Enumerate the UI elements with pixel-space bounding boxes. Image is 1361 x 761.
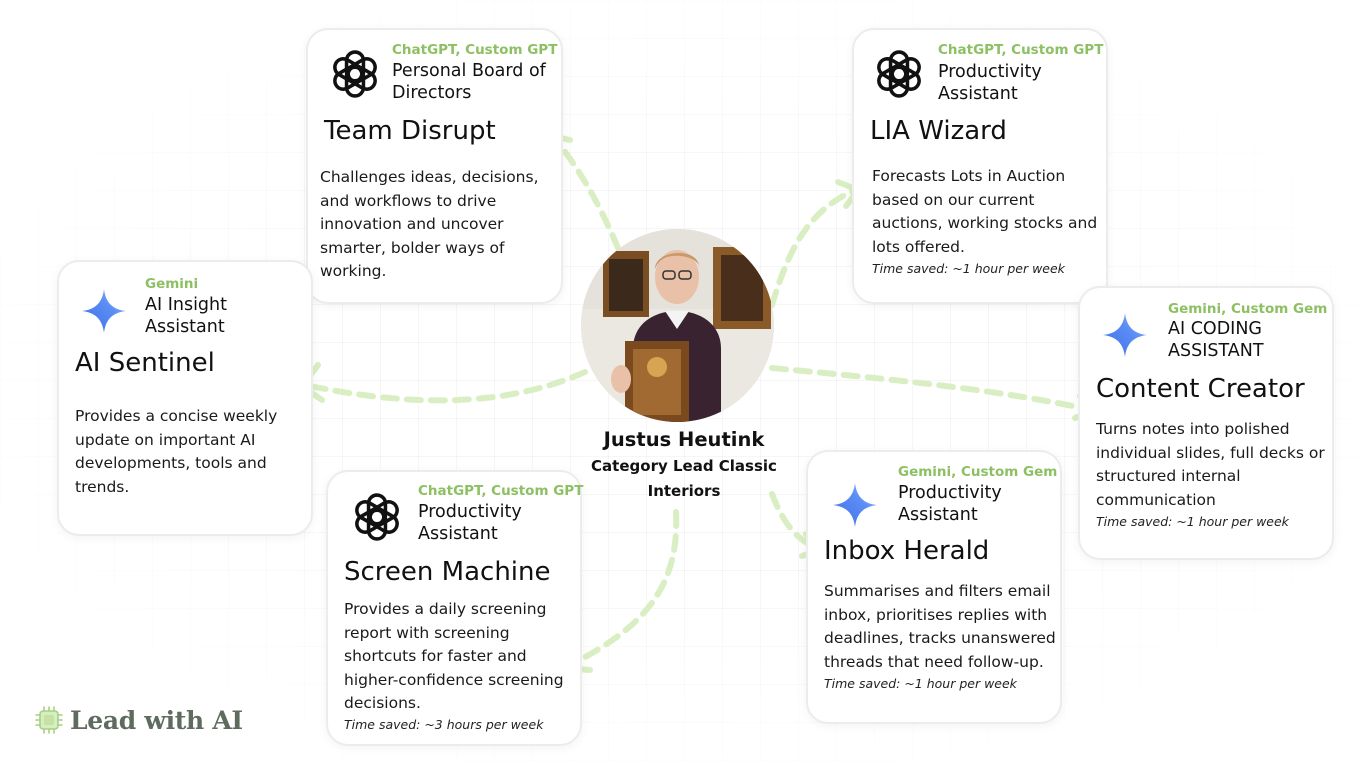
card-platform: Gemini, Custom Gem bbox=[1168, 301, 1328, 317]
card-title: LIA Wizard bbox=[870, 116, 1007, 146]
gemini-sparkle-icon bbox=[82, 289, 126, 333]
card-title: AI Sentinel bbox=[75, 348, 215, 378]
card-role: Personal Board of Directors bbox=[392, 61, 546, 103]
card-screen-machine: ChatGPT, Custom GPT Productivity Assista… bbox=[326, 470, 584, 746]
card-role: Productivity Assistant bbox=[938, 62, 1042, 104]
card-role: AI CODING ASSISTANT bbox=[1168, 319, 1264, 361]
card-description: Turns notes into polished individual sli… bbox=[1096, 420, 1325, 509]
card-role: AI Insight Assistant bbox=[145, 295, 227, 337]
brand-name: Lead with AI bbox=[70, 705, 243, 735]
gemini-sparkle-icon bbox=[833, 483, 877, 527]
card-lia-wizard: ChatGPT, Custom GPT Productivity Assista… bbox=[852, 28, 1108, 304]
openai-logo-icon bbox=[352, 493, 402, 541]
person-name: Justus Heutink bbox=[603, 428, 765, 451]
card-title: Team Disrupt bbox=[324, 116, 496, 146]
card-description: Provides a daily screening report with s… bbox=[344, 600, 564, 712]
openai-logo-icon bbox=[874, 50, 924, 98]
profile-photo bbox=[581, 229, 774, 422]
card-title: Screen Machine bbox=[344, 557, 551, 587]
card-platform: ChatGPT, Custom GPT bbox=[938, 42, 1104, 58]
card-title: Content Creator bbox=[1096, 374, 1305, 404]
arrow-to-screen-machine bbox=[565, 509, 680, 669]
chip-icon bbox=[35, 706, 63, 734]
brand-logo: Lead with AI bbox=[34, 705, 243, 735]
card-time-saved: Time saved: ~1 hour per week bbox=[824, 676, 1017, 691]
card-time-saved: Time saved: ~3 hours per week bbox=[344, 717, 544, 732]
card-content-creator: Gemini, Custom Gem AI CODING ASSISTANT C… bbox=[1078, 286, 1334, 560]
card-description: Summarises and filters email inbox, prio… bbox=[824, 582, 1056, 671]
card-platform: ChatGPT, Custom GPT bbox=[392, 42, 558, 58]
arrow-to-ai-sentinel bbox=[302, 369, 588, 404]
card-inbox-herald: Gemini, Custom Gem Productivity Assistan… bbox=[806, 450, 1062, 724]
card-role: Productivity Assistant bbox=[418, 502, 522, 544]
card-time-saved: Time saved: ~1 hour per week bbox=[1096, 514, 1289, 529]
openai-logo-icon bbox=[330, 50, 380, 98]
card-time-saved: Time saved: ~1 hour per week bbox=[872, 261, 1065, 276]
arrow-to-lia-wizard bbox=[769, 187, 858, 308]
person-role: Category Lead Classic Interiors bbox=[591, 457, 777, 500]
card-ai-sentinel: Gemini AI Insight Assistant AI Sentinel … bbox=[57, 260, 313, 536]
arrow-to-inbox-herald bbox=[769, 491, 821, 551]
card-platform: ChatGPT, Custom GPT bbox=[418, 483, 584, 499]
card-role: Productivity Assistant bbox=[898, 483, 1002, 525]
card-title: Inbox Herald bbox=[824, 536, 990, 566]
gemini-sparkle-icon bbox=[1103, 313, 1147, 357]
arrow-to-team-disrupt bbox=[553, 137, 621, 251]
card-description: Provides a concise weekly update on impo… bbox=[75, 407, 278, 496]
card-platform: Gemini bbox=[145, 276, 199, 292]
card-platform: Gemini, Custom Gem bbox=[898, 464, 1058, 480]
card-team-disrupt: ChatGPT, Custom GPT Personal Board of Di… bbox=[306, 28, 563, 304]
card-description: Challenges ideas, decisions, and workflo… bbox=[320, 168, 539, 280]
card-description: Forecasts Lots in Auction based on our c… bbox=[872, 167, 1098, 256]
arrow-to-content-creator bbox=[769, 365, 1095, 413]
